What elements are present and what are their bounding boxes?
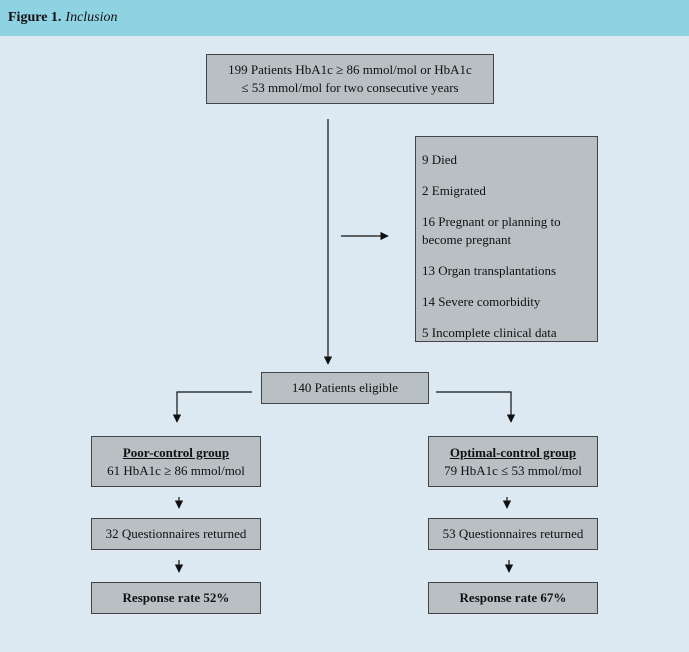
- poor-response-box: Response rate 52%: [91, 582, 261, 614]
- poor-questionnaires-box: 32 Questionnaires returned: [91, 518, 261, 550]
- arrow-to-poor-group: [172, 391, 252, 423]
- exclusion-pregnant: 16 Pregnant or planning to become pregna…: [422, 214, 561, 247]
- poor-control-title: Poor-control group: [122, 444, 230, 460]
- exclusion-emigrated: 2 Emigrated: [422, 183, 486, 198]
- optimal-control-title: Optimal-control group: [449, 444, 577, 460]
- optimal-response-box: Response rate 67%: [428, 582, 598, 614]
- figure-caption: Inclusion: [65, 10, 118, 25]
- eligible-box: 140 Patients eligible: [261, 372, 429, 404]
- poor-control-criterion: 61 HbA1c ≥ 86 mmol/mol: [107, 462, 245, 478]
- optimal-control-criterion: 79 HbA1c ≤ 53 mmol/mol: [444, 462, 582, 478]
- total-patients-line1: 199 Patients HbA1c ≥ 86 mmol/mol or HbA1…: [228, 62, 472, 77]
- exclusion-died: 9 Died: [422, 152, 458, 167]
- optimal-questionnaires-label: 53 Questionnaires returned: [442, 526, 584, 541]
- figure-header: Figure 1. Inclusion: [0, 0, 689, 36]
- total-patients-box: 199 Patients HbA1c ≥ 86 mmol/mol or HbA1…: [206, 54, 494, 104]
- poor-response-label: Response rate 52%: [122, 590, 230, 605]
- optimal-response-label: Response rate 67%: [459, 590, 567, 605]
- figure-label: Figure 1.: [8, 10, 62, 25]
- eligible-label: 140 Patients eligible: [291, 380, 399, 395]
- optimal-control-box: Optimal-control group 79 HbA1c ≤ 53 mmol…: [428, 436, 598, 487]
- total-patients-line2: ≤ 53 mmol/mol for two consecutive years: [241, 80, 459, 95]
- poor-questionnaires-label: 32 Questionnaires returned: [105, 526, 247, 541]
- exclusion-organ-transplantations: 13 Organ transplantations: [422, 263, 557, 278]
- exclusion-severe-comorbidity: 14 Severe comorbidity: [422, 294, 541, 309]
- poor-control-box: Poor-control group 61 HbA1c ≥ 86 mmol/mo…: [91, 436, 261, 487]
- exclusion-incomplete-data: 5 Incomplete clinical data: [422, 325, 557, 340]
- arrow-to-optimal-group: [436, 391, 516, 423]
- exclusions-box: 9 Died 2 Emigrated 16 Pregnant or planni…: [415, 136, 598, 342]
- optimal-questionnaires-box: 53 Questionnaires returned: [428, 518, 598, 550]
